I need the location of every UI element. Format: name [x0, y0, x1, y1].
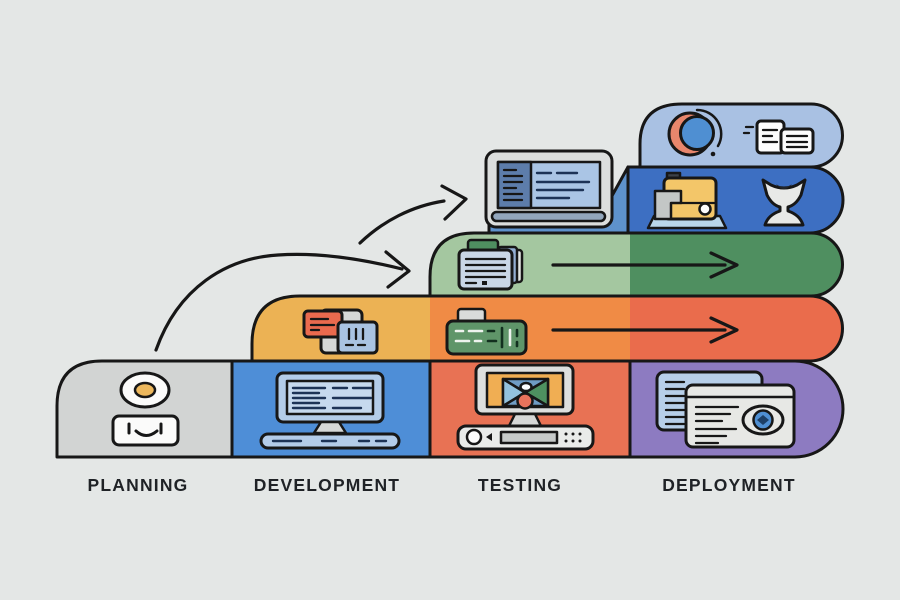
- stacked-browser-windows-icon: [655, 370, 796, 449]
- planning-up-arrow: [154, 250, 411, 352]
- test-monitor-player-icon: [456, 363, 595, 451]
- trophy-icon: [761, 178, 807, 227]
- laptop-icon: [484, 149, 614, 229]
- row2-outline: [250, 294, 844, 363]
- document-pair-icon: [742, 119, 815, 155]
- note-cards-icon: [302, 308, 379, 355]
- desktop-computer-icon: [259, 371, 401, 450]
- target-socket-icon: [111, 371, 180, 447]
- build-machine-icon: [646, 171, 728, 230]
- row2-right-arrow: [551, 316, 739, 344]
- row3-right-arrow: [551, 251, 739, 279]
- planning-block: [55, 359, 234, 459]
- row3-outline: [428, 231, 844, 298]
- stage-label-development: DEVELOPMENT: [254, 475, 400, 495]
- stage-label-planning: PLANNING: [88, 475, 189, 495]
- newspaper-icon: [457, 238, 524, 291]
- stage-label-deployment: DEPLOYMENT: [662, 475, 796, 495]
- sync-circle-icon: [667, 108, 723, 157]
- stage-label-testing: TESTING: [478, 475, 562, 495]
- barcode-keyboard-icon: [445, 307, 528, 356]
- to-laptop-up-arrow: [358, 184, 468, 245]
